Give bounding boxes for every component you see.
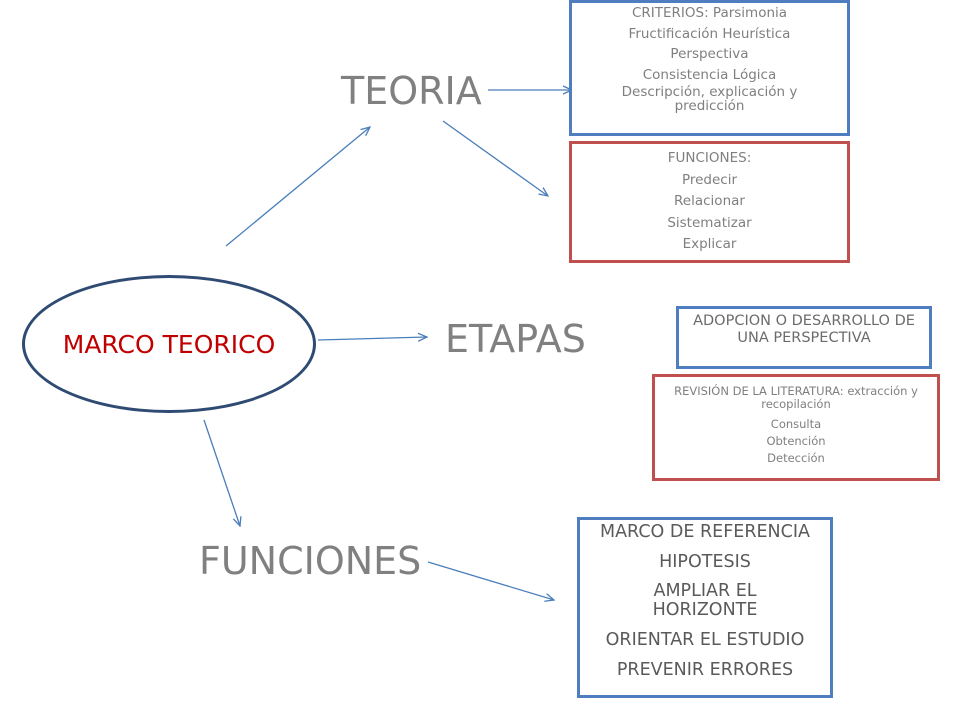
funciones-teoria-line: FUNCIONES: <box>667 150 752 167</box>
arrow-center-to-etapas <box>317 337 427 340</box>
revision-box: REVISIÓN DE LA LITERATURA: extracción y … <box>652 374 940 481</box>
arrow-center-to-teoria <box>225 127 370 247</box>
adopcion-box: ADOPCION O DESARROLLO DE UNA PERSPECTIVA <box>676 306 932 369</box>
funciones-marco-box: MARCO DE REFERENCIA HIPOTESIS AMPLIAR EL… <box>577 517 833 698</box>
adopcion-text: ADOPCION O DESARROLLO DE UNA PERSPECTIVA <box>693 313 915 346</box>
funciones-teoria-line: Predecir <box>681 171 738 188</box>
center-label: MARCO TEORICO <box>62 329 276 359</box>
criterios-line: Descripción, explicación y predicción <box>621 84 798 114</box>
criterios-line: Consistencia Lógica <box>642 66 777 83</box>
funciones-teoria-box: FUNCIONES: Predecir Relacionar Sistemati… <box>569 141 850 263</box>
funciones-teoria-line: Relacionar <box>674 193 745 210</box>
revision-line: Obtención <box>766 434 826 448</box>
arrow-center-to-funciones <box>203 419 240 526</box>
funciones-heading: FUNCIONES <box>199 539 422 583</box>
criterios-box: CRITERIOS: Parsimonia Fructificación Heu… <box>569 0 850 136</box>
revision-line: Detección <box>767 451 825 465</box>
criterios-line: Fructificación Heurística <box>628 25 791 42</box>
etapas-heading: ETAPAS <box>445 317 586 361</box>
revision-line: REVISIÓN DE LA LITERATURA: extracción y … <box>674 384 918 411</box>
criterios-line: Perspectiva <box>670 46 749 62</box>
revision-line: Consulta <box>770 417 822 431</box>
funciones-teoria-line: Explicar <box>682 236 737 253</box>
teoria-heading: TEORIA <box>341 69 482 113</box>
arrow-funciones-to-marco <box>427 561 554 600</box>
funciones-marco-line: MARCO DE REFERENCIA <box>599 522 810 542</box>
funciones-marco-line: ORIENTAR EL ESTUDIO <box>605 630 805 650</box>
marco-teorico-ellipse: MARCO TEORICO <box>22 275 316 413</box>
funciones-marco-line: PREVENIR ERRORES <box>616 660 794 680</box>
funciones-marco-line: AMPLIAR EL HORIZONTE <box>652 581 758 620</box>
funciones-marco-line: HIPOTESIS <box>659 552 751 572</box>
funciones-teoria-line: Sistematizar <box>667 214 752 231</box>
arrow-teoria-to-funciones <box>442 120 548 196</box>
criterios-line: CRITERIOS: Parsimonia <box>631 5 788 21</box>
